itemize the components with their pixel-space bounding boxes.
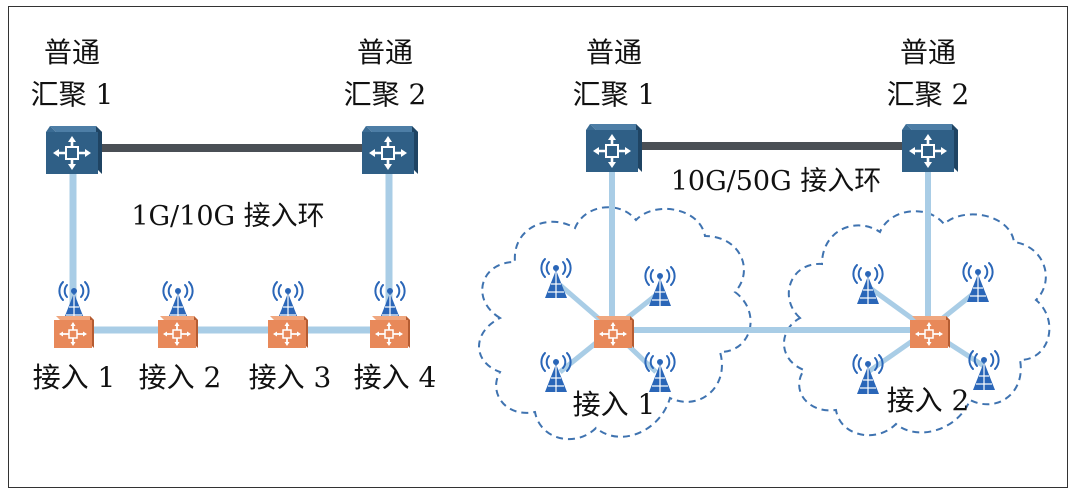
right-agg1-switch-icon — [584, 122, 644, 174]
left-agg2-label-line1: 普通 — [357, 36, 413, 69]
right-agg2-switch-icon — [900, 122, 960, 174]
right-cloud-1 — [478, 206, 752, 441]
right-antenna-2c-icon — [852, 354, 884, 395]
left-access-2-label: 接入 2 — [139, 361, 222, 394]
left-agg1-label-line1: 普通 — [44, 36, 100, 69]
left-access-4-switch-icon — [369, 315, 411, 349]
right-agg1-label-line1: 普通 — [586, 36, 642, 69]
right-access-2-switch-icon — [909, 315, 951, 349]
left-access-2-switch-icon — [157, 315, 199, 349]
left-ring-label: 1G/10G 接入环 — [131, 201, 324, 232]
left-agg1-switch-icon — [44, 124, 104, 176]
left-access-3-label: 接入 3 — [249, 361, 332, 394]
right-agg2-label-line1: 普通 — [900, 36, 956, 69]
left-access-4-label: 接入 4 — [354, 361, 437, 394]
left-antenna-3-icon — [272, 281, 304, 322]
right-access-1-label: 接入 1 — [573, 388, 656, 421]
right-ring: 普通 汇聚 1 普通 汇聚 2 10G/50G 接入环 接入 1 接入 2 — [478, 36, 1051, 441]
right-agg2-label-line2: 汇聚 2 — [887, 78, 970, 111]
left-access-1-switch-icon — [53, 315, 95, 349]
right-antenna-1d-icon — [644, 352, 676, 393]
left-access-1-label: 接入 1 — [33, 361, 116, 394]
diagram-frame — [8, 6, 1068, 488]
left-access-3-switch-icon — [267, 315, 309, 349]
right-agg1-label-line2: 汇聚 1 — [573, 78, 656, 111]
right-ring-label: 10G/50G 接入环 — [671, 166, 882, 197]
right-access-2-label: 接入 2 — [887, 384, 970, 417]
left-agg2-switch-icon — [360, 124, 420, 176]
right-cloud-2 — [783, 210, 1051, 437]
left-antenna-2-icon — [162, 281, 194, 322]
right-access-1-switch-icon — [593, 315, 635, 349]
left-agg2-label-line2: 汇聚 2 — [344, 78, 427, 111]
left-ring: 普通 汇聚 1 普通 汇聚 2 1G/10G 接入环 接入 1 接入 2 接入 … — [31, 36, 437, 394]
left-agg1-label-line2: 汇聚 1 — [31, 78, 114, 111]
right-antenna-1c-icon — [540, 352, 572, 393]
right-antenna-2a-icon — [852, 264, 884, 305]
